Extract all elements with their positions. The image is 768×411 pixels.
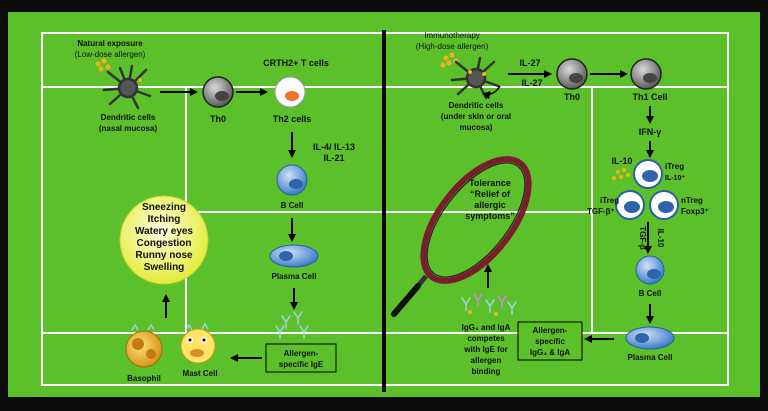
b-cell-left-icon (276, 164, 308, 196)
competes-line-5: binding (472, 367, 501, 376)
dendritic-cells-right-location-2: mucosa) (460, 123, 493, 132)
igg4-iga-antibodies-icon (461, 293, 517, 316)
competes-line-3: with IgE for (463, 345, 508, 354)
ige-box-line-2: specific IgE (279, 360, 324, 369)
basophil-icon (125, 323, 163, 368)
mast-cell-icon (180, 322, 216, 364)
plasma-cell-right-label: Plasma Cell (628, 353, 673, 362)
allergen-particles-right (440, 52, 459, 68)
symptom-4: Runny nose (135, 250, 193, 261)
itreg-tgfb-label-2: TGF-β⁺ (587, 207, 615, 216)
allergen-specific-igg-box: Allergen- specific IgG₄ & IgA (517, 321, 583, 361)
tgf-beta-vertical-label: TGF-β (638, 226, 647, 250)
cytokines-il4-il13: IL-4/ IL-13 (313, 142, 355, 152)
dendritic-cells-right-location-1: (under skin or oral (441, 112, 511, 121)
ige-antibodies-icon (275, 311, 309, 339)
immunotherapy-subtitle: (High-dose allergen) (416, 42, 489, 51)
b-cell-right-label: B Cell (639, 289, 662, 298)
th2-cells-label: Th2 cells (273, 114, 312, 124)
tolerance-line-1: Tolerance (469, 178, 511, 188)
dendritic-cells-right-label: Dendritic cells (449, 101, 504, 110)
cytokines-il21: IL-21 (323, 153, 344, 163)
ntreg-cell-icon (649, 190, 679, 220)
plasma-cell-left-label: Plasma Cell (272, 272, 317, 281)
natural-exposure-title: Natural exposure (77, 39, 143, 48)
mast-cell-label: Mast Cell (182, 369, 217, 378)
th0-cell-right-icon (556, 58, 588, 90)
tolerance-line-2: “Relief of (470, 189, 511, 199)
dendritic-cells-left-label: Dendritic cells (101, 113, 156, 122)
b-cell-right-icon (635, 255, 665, 285)
allergen-specific-ige-box: Allergen- specific IgE (265, 343, 337, 373)
il27-top-label: IL-27 (519, 58, 540, 68)
itreg-tgfb-cell-icon (615, 190, 645, 220)
itreg-il10-cell-icon (633, 159, 663, 189)
itreg-il10-label-1: iTreg (665, 162, 684, 171)
dendritic-cells-left-location: (nasal mucosa) (99, 124, 158, 133)
symptoms-ball: Sneezing Itching Watery eyes Congestion … (119, 195, 209, 285)
symptom-1: Itching (148, 214, 181, 225)
symptom-3: Congestion (137, 238, 192, 249)
igg-box-line-3: IgG₄ & IgA (530, 348, 570, 357)
th1-cell-icon (630, 58, 662, 90)
competes-line-1: IgG₄ and IgA (462, 323, 511, 332)
th0-left-label: Th0 (210, 114, 226, 124)
ntreg-label-1: nTreg (681, 196, 703, 205)
plasma-cell-right-icon (625, 326, 675, 350)
symptom-0: Sneezing (142, 202, 186, 213)
th2-cell-icon (274, 76, 306, 108)
tolerance-line-3: allergic (474, 200, 506, 210)
plasma-cell-left-icon (269, 244, 319, 268)
dendritic-cell-left-icon (102, 64, 152, 110)
itreg-tgfb-label-1: iTreg (600, 196, 619, 205)
th0-cell-left-icon (202, 76, 234, 108)
il10-particles (612, 168, 630, 180)
b-cell-left-label: B Cell (281, 201, 304, 210)
crth2-title: CRTH2+ T cells (263, 58, 329, 68)
competes-line-4: allergen (471, 356, 502, 365)
competes-line-2: competes (467, 334, 505, 343)
th0-right-label: Th0 (564, 92, 580, 102)
natural-exposure-subtitle: (Low-dose allergen) (75, 50, 146, 59)
ntreg-label-2: Foxp3⁺ (681, 207, 709, 216)
tennis-racket-icon (391, 156, 532, 317)
il27-return-arrow (482, 85, 501, 100)
immunotherapy-title: Immunotherapy (424, 31, 480, 40)
symptom-5: Swelling (144, 262, 185, 273)
ige-box-line-1: Allergen- (284, 349, 319, 358)
itreg-il10-label-2: IL-10⁺ (665, 175, 685, 182)
th1-cell-label: Th1 Cell (632, 92, 667, 102)
symptom-2: Watery eyes (135, 226, 193, 237)
basophil-label: Basophil (127, 374, 161, 383)
igg-box-line-2: specific (535, 337, 565, 346)
il10-vertical-label: IL-10 (656, 229, 665, 248)
ifn-gamma-label: IFN-γ (639, 127, 662, 137)
tolerance-line-4: symptoms” (465, 211, 515, 221)
igg-box-line-1: Allergen- (533, 326, 568, 335)
dendritic-cell-right-icon (450, 56, 500, 100)
il27-bottom-label: IL-27 (521, 78, 542, 88)
allergen-particles-left (95, 58, 111, 72)
il10-label: IL-10 (611, 156, 632, 166)
